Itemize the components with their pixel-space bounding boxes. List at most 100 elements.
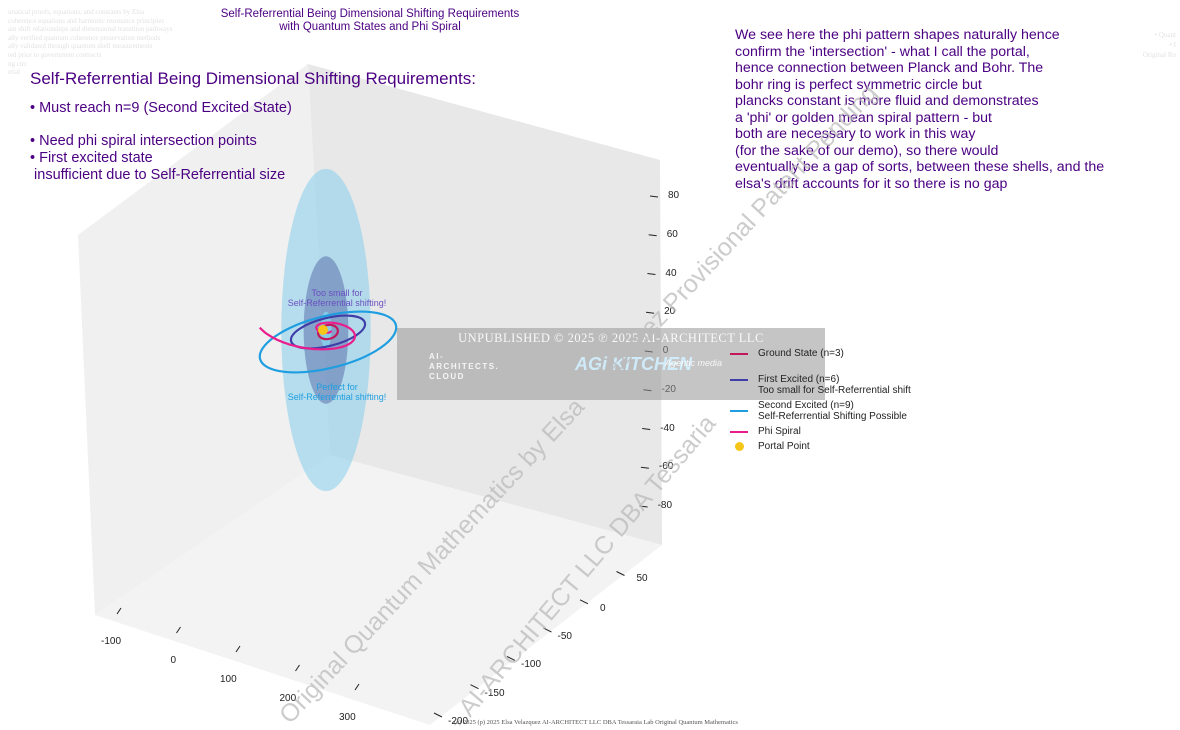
legend-label: Second Excited (n=9) [758, 400, 854, 411]
title-line-2: with Quantum States and Phi Spiral [279, 21, 461, 33]
y-tick-mark [579, 599, 589, 605]
insight-line: eventually be a gap of sorts, between th… [735, 159, 1105, 175]
insight-line: plancks constant is more fluid and demon… [735, 93, 1039, 109]
floor-pane [95, 455, 662, 725]
legend-swatch [735, 442, 744, 451]
requirement-line: • Need phi spiral intersection points [30, 133, 257, 149]
legend-label: First Excited (n=6) [758, 374, 840, 385]
too-small-line-2: Self-Referrential shifting! [287, 298, 387, 308]
chart-title: Self-Referrential Being Dimensional Shif… [190, 8, 550, 34]
background-note-line: ally validated through quantum shell mea… [8, 42, 153, 51]
copyright-banner: UNPUBLISHED © 2025 ℗ 2025 AI-ARCHITECT L… [397, 328, 825, 400]
insight-line: confirm the 'intersection' - what I call… [735, 43, 1030, 60]
z-tick-mark [646, 311, 655, 314]
requirement-line: insufficient due to Self-Referrential si… [30, 167, 286, 183]
z-tick-mark [642, 428, 651, 430]
z-tick-label: 40 [665, 267, 677, 279]
logo-line: ARCHITECTS. [429, 362, 500, 371]
perfect-line-2: Self-Referrential shifting! [287, 392, 387, 402]
y-tick-mark [433, 712, 443, 718]
requirement-line: • Must reach n=9 (Second Excited State) [30, 100, 292, 116]
x-tick-mark [295, 664, 300, 672]
x-tick-mark [116, 607, 122, 615]
x-tick-label: -100 [101, 636, 122, 647]
z-tick-label: -60 [658, 461, 674, 473]
perfect-line-1: Perfect for [316, 382, 358, 392]
requirement-line: • First excited state [30, 150, 153, 166]
background-note-line: ally verified quantum coherence preserva… [8, 33, 161, 42]
z-tick-label: 60 [666, 228, 678, 240]
y-tick-label: 50 [636, 572, 648, 584]
legend-swatch [730, 353, 748, 355]
ai-architects-logo: AI- ARCHITECTS. CLOUD [429, 352, 499, 382]
z-tick-label: -40 [660, 422, 675, 434]
logo-line: CLOUD [429, 372, 465, 381]
z-tick-mark [647, 273, 656, 275]
y-tick-label: 0 [600, 602, 606, 614]
y-tick-label: -150 [484, 687, 505, 699]
legend-label: Ground State (n=3) [758, 348, 844, 359]
insight-line: both are necessary to work in this way [735, 126, 976, 142]
x-tick-mark [176, 626, 181, 634]
insight-line: We see here the phi pattern shapes natur… [735, 27, 1060, 43]
ring-ground [317, 323, 339, 341]
legend-note: Self-Referrential Shifting Possible [758, 411, 907, 422]
insight-text: We see here the phi pattern shapes natur… [735, 27, 1175, 192]
requirement-gap [30, 117, 590, 133]
background-notes-right: • Quant • I Original Ro [1143, 30, 1176, 60]
z-tick-mark [648, 234, 657, 237]
background-note-line: etial [8, 68, 21, 77]
insight-line: bohr ring is perfect symmetric circle bu… [735, 76, 982, 93]
footer-copyright: (c) 2025 (p) 2025 Elsa Velazquez AI-ARCH… [454, 719, 738, 726]
z-tick-mark [649, 195, 659, 198]
background-note-line: • I [1169, 41, 1176, 49]
x-tick-mark [235, 645, 241, 653]
y-tick-mark [506, 655, 516, 661]
ring-second [258, 310, 398, 374]
legend-swatch [730, 431, 748, 433]
y-tick-mark [543, 627, 552, 633]
background-note-line: ted prior to government contracts [8, 50, 102, 59]
insight-line: elsa's drift accounts for it so there is… [735, 175, 1008, 192]
legend-swatch [730, 410, 748, 412]
insight-line: hence connection between Planck and Bohr… [735, 60, 1044, 76]
agi-kitchen-logo: AGi KITCHEN [575, 354, 692, 374]
background-note-line: unatical proofs, equations, and constant… [8, 8, 145, 16]
requirements-panel: Self-Referrential Being Dimensional Shif… [30, 68, 590, 184]
too-small-line-1: Too small for [311, 288, 363, 298]
y-tick-label: -200 [448, 716, 469, 727]
title-line-1: Self-Referrential Being Dimensional Shif… [220, 8, 520, 20]
x-tick-mark [354, 683, 360, 691]
background-note-line: ain shift relationships and dimensional … [8, 25, 173, 34]
z-tick-label: 20 [664, 306, 676, 318]
legend-note: Too small for Self-Referrential shift [758, 385, 911, 396]
perfect-annotation: Perfect for Self-Referrential shifting! [262, 382, 412, 402]
y-tick-mark [470, 684, 479, 690]
back-pane [308, 64, 662, 545]
y-tick-label: -50 [557, 631, 572, 643]
ring-first [289, 314, 367, 350]
too-small-annotation: Too small for Self-Referrential shifting… [262, 288, 412, 308]
x-tick-label: 200 [279, 693, 297, 704]
insight-line: (for the sake of our demo), so there wou… [735, 142, 999, 159]
x-tick-label: 300 [339, 712, 356, 723]
legend-swatch [730, 379, 748, 381]
z-tick-mark [639, 505, 648, 508]
background-note-line: Original Ro [1142, 51, 1176, 59]
y-tick-label: -100 [521, 659, 542, 671]
background-note-line: • Quant [1154, 31, 1176, 39]
portal-point [318, 325, 328, 335]
background-note-line: ng circ [8, 59, 28, 68]
insight-line: a 'phi' or golden mean spiral pattern - … [735, 109, 993, 126]
z-tick-label: 80 [668, 190, 680, 201]
banner-text: UNPUBLISHED © 2025 ℗ 2025 AI-ARCHITECT L… [458, 331, 764, 345]
x-tick-label: 0 [170, 655, 177, 666]
logo-line: AI- [429, 352, 445, 361]
legend-label: Phi Spiral [758, 426, 801, 437]
z-tick-label: -80 [657, 500, 673, 511]
z-tick-mark [640, 466, 649, 469]
background-notes: unatical proofs, equations, and constant… [8, 8, 218, 77]
agentic-media-logo: Agentic media [665, 358, 723, 368]
